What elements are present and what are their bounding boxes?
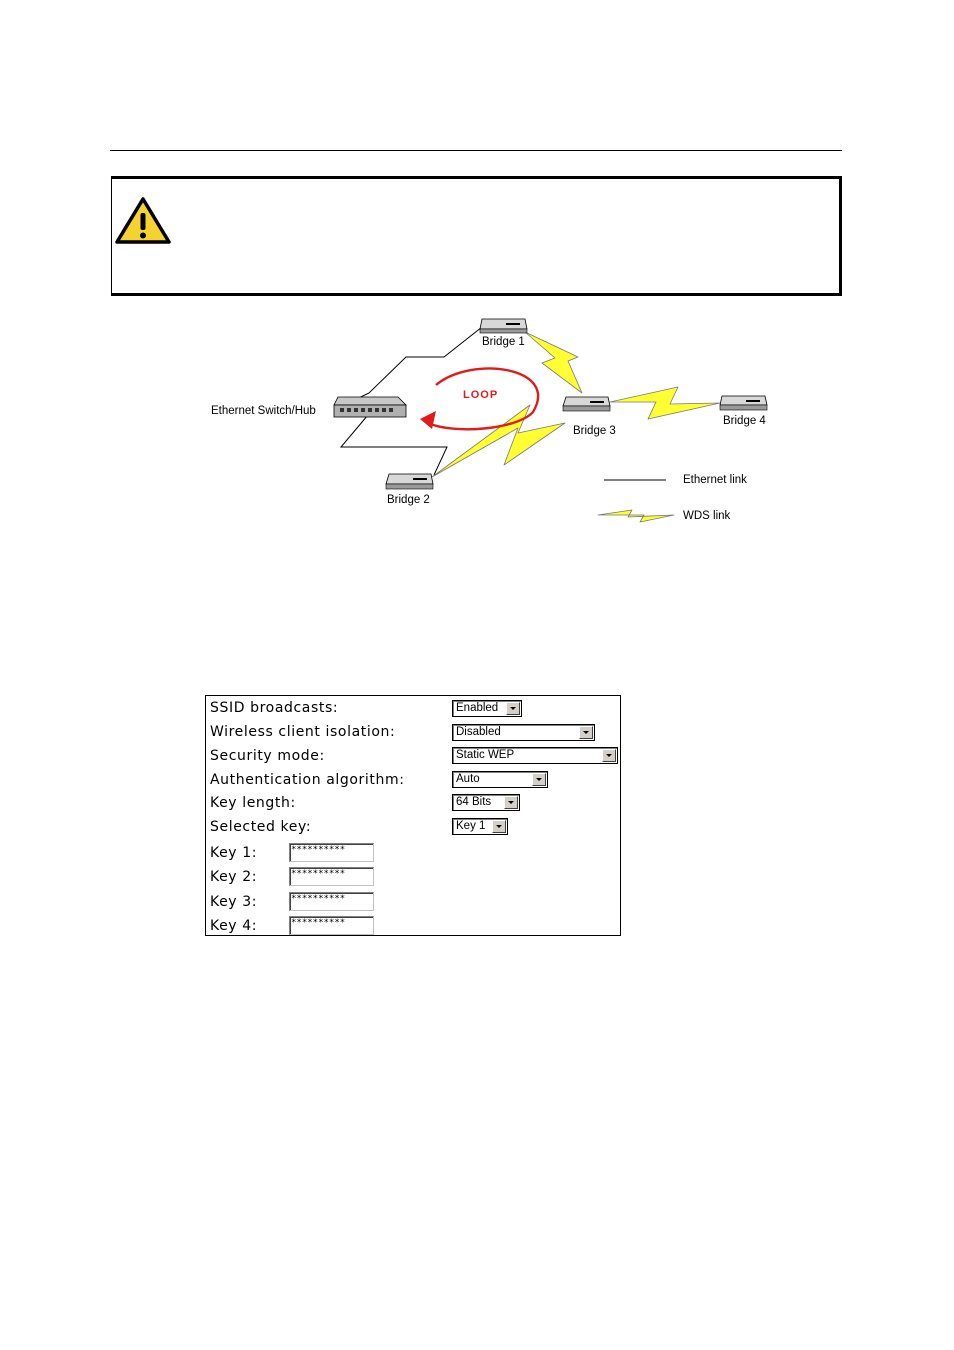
key-2-input[interactable]: ********** xyxy=(289,867,374,886)
auth-algorithm-value: Auto xyxy=(456,773,480,785)
loop-label: LOOP xyxy=(463,389,498,401)
header-rule xyxy=(110,150,842,151)
key-1-input[interactable]: ********** xyxy=(289,843,374,862)
selected-key-value: Key 1 xyxy=(456,820,486,832)
bridge-4-device xyxy=(719,395,768,411)
network-loop-diagram: LOOP xyxy=(200,305,780,535)
key-3-label: Key 3: xyxy=(210,894,258,910)
chevron-down-icon[interactable] xyxy=(602,749,616,762)
bridge-3-device xyxy=(562,396,611,412)
key-2-label: Key 2: xyxy=(210,869,258,885)
bridge-4-label: Bridge 4 xyxy=(723,415,766,427)
wds-links xyxy=(431,331,721,478)
client-isolation-label: Wireless client isolation: xyxy=(210,724,396,740)
legend-ethernet-label: Ethernet link xyxy=(683,474,747,486)
wireless-settings-panel: SSID broadcasts: Enabled Wireless client… xyxy=(205,695,621,936)
loop-arrow xyxy=(420,367,540,431)
switch-label: Ethernet Switch/Hub xyxy=(211,405,316,417)
client-isolation-select[interactable]: Disabled xyxy=(452,724,595,741)
bridge-2-device xyxy=(385,473,434,490)
switch-device xyxy=(333,396,407,418)
key-length-label: Key length: xyxy=(210,795,296,811)
bridge-2-label: Bridge 2 xyxy=(387,494,430,506)
chevron-down-icon[interactable] xyxy=(504,796,518,809)
warning-box xyxy=(111,176,842,296)
legend-wds-label: WDS link xyxy=(683,510,731,522)
legend-wds-swatch xyxy=(597,509,675,523)
security-mode-select[interactable]: Static WEP xyxy=(452,747,618,764)
auth-algorithm-select[interactable]: Auto xyxy=(452,771,548,788)
key-length-select[interactable]: 64 Bits xyxy=(452,794,520,811)
selected-key-label: Selected key: xyxy=(210,819,312,835)
key-4-label: Key 4: xyxy=(210,918,258,934)
key-4-input[interactable]: ********** xyxy=(289,916,374,935)
bridge-3-label: Bridge 3 xyxy=(573,425,616,437)
bridge-1-device xyxy=(479,318,528,334)
chevron-down-icon[interactable] xyxy=(492,820,506,833)
key-length-value: 64 Bits xyxy=(456,796,492,808)
auth-algorithm-label: Authentication algorithm: xyxy=(210,772,405,788)
warning-triangle-icon xyxy=(115,197,171,244)
key-1-label: Key 1: xyxy=(210,845,258,861)
chevron-down-icon[interactable] xyxy=(506,702,520,715)
chevron-down-icon[interactable] xyxy=(532,773,546,786)
bridge-1-label: Bridge 1 xyxy=(482,336,525,348)
ssid-broadcasts-value: Enabled xyxy=(456,702,499,714)
security-mode-label: Security mode: xyxy=(210,748,325,764)
security-mode-value: Static WEP xyxy=(456,749,515,761)
selected-key-select[interactable]: Key 1 xyxy=(452,818,508,835)
ssid-broadcasts-select[interactable]: Enabled xyxy=(452,700,522,717)
chevron-down-icon[interactable] xyxy=(579,726,593,739)
ssid-broadcasts-label: SSID broadcasts: xyxy=(210,700,339,716)
client-isolation-value: Disabled xyxy=(456,726,501,738)
key-3-input[interactable]: ********** xyxy=(289,892,374,911)
